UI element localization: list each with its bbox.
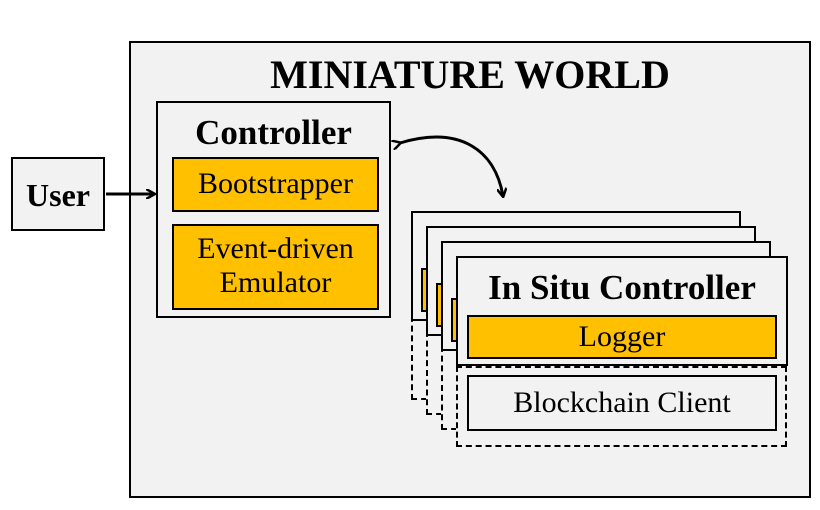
- emulator-component: Event-driven Emulator: [172, 224, 379, 310]
- emulator-label-line1: Event-driven: [197, 232, 354, 265]
- insitu-title: In Situ Controller: [488, 268, 756, 307]
- user-node: User: [11, 157, 105, 231]
- controller-title: Controller: [195, 113, 352, 152]
- blockchain-client-component: Blockchain Client: [467, 375, 777, 431]
- user-label: User: [26, 177, 90, 213]
- bootstrapper-component: Bootstrapper: [172, 157, 379, 212]
- world-title: MINIATURE WORLD: [270, 52, 670, 97]
- logger-component: Logger: [467, 315, 777, 359]
- emulator-label-line2: Emulator: [219, 266, 332, 299]
- controller-insitu-arrow: [400, 135, 503, 196]
